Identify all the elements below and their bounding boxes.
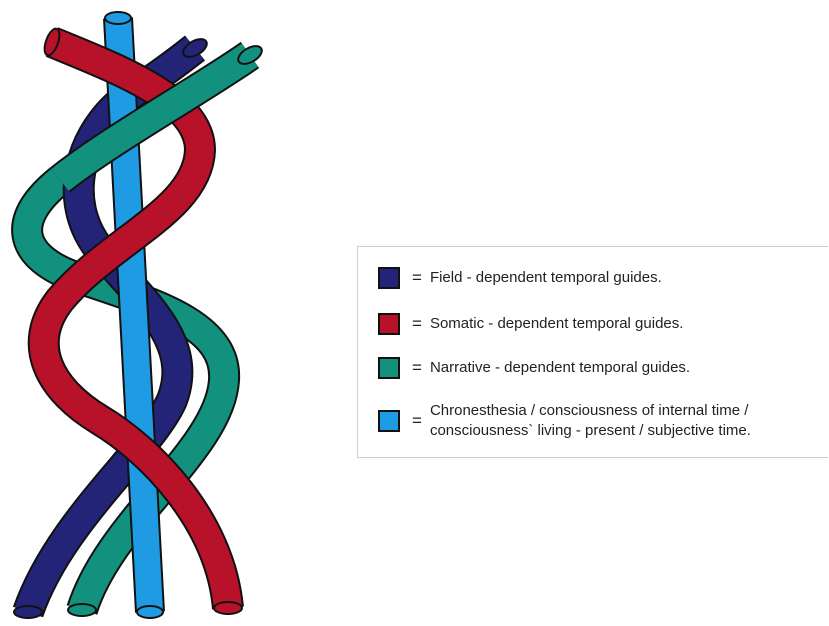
- legend-item-narrative: = Narrative - dependent temporal guides.: [378, 357, 690, 379]
- chronesthesia-top-cap: [105, 12, 131, 24]
- legend-equals: =: [412, 358, 422, 378]
- legend-item-field: = Field - dependent temporal guides.: [378, 267, 662, 289]
- somatic-bottom-cap: [214, 602, 242, 614]
- field-label: Field - dependent temporal guides.: [430, 268, 662, 288]
- legend-equals: =: [412, 411, 422, 431]
- legend-item-chronesthesia: = Chronesthesia / consciousness of inter…: [378, 401, 751, 441]
- narrative-label: Narrative - dependent temporal guides.: [430, 358, 690, 378]
- chronesthesia-label-line2: consciousness` living - present / subjec…: [430, 421, 751, 441]
- legend-item-somatic: = Somatic - dependent temporal guides.: [378, 313, 683, 335]
- somatic-label: Somatic - dependent temporal guides.: [430, 314, 683, 334]
- braided-strands-diagram: [0, 0, 360, 626]
- chronesthesia-label-line1: Chronesthesia / consciousness of interna…: [430, 401, 751, 421]
- chronesthesia-bottom-cap: [137, 606, 163, 618]
- chronesthesia-swatch: [378, 410, 400, 432]
- chronesthesia-label: Chronesthesia / consciousness of interna…: [430, 401, 751, 441]
- narrative-bottom-cap: [68, 604, 96, 616]
- field-swatch: [378, 267, 400, 289]
- field-bottom-cap: [14, 606, 42, 618]
- legend-equals: =: [412, 268, 422, 288]
- narrative-swatch: [378, 357, 400, 379]
- legend-equals: =: [412, 314, 422, 334]
- legend-box: = Field - dependent temporal guides. = S…: [357, 246, 828, 458]
- somatic-swatch: [378, 313, 400, 335]
